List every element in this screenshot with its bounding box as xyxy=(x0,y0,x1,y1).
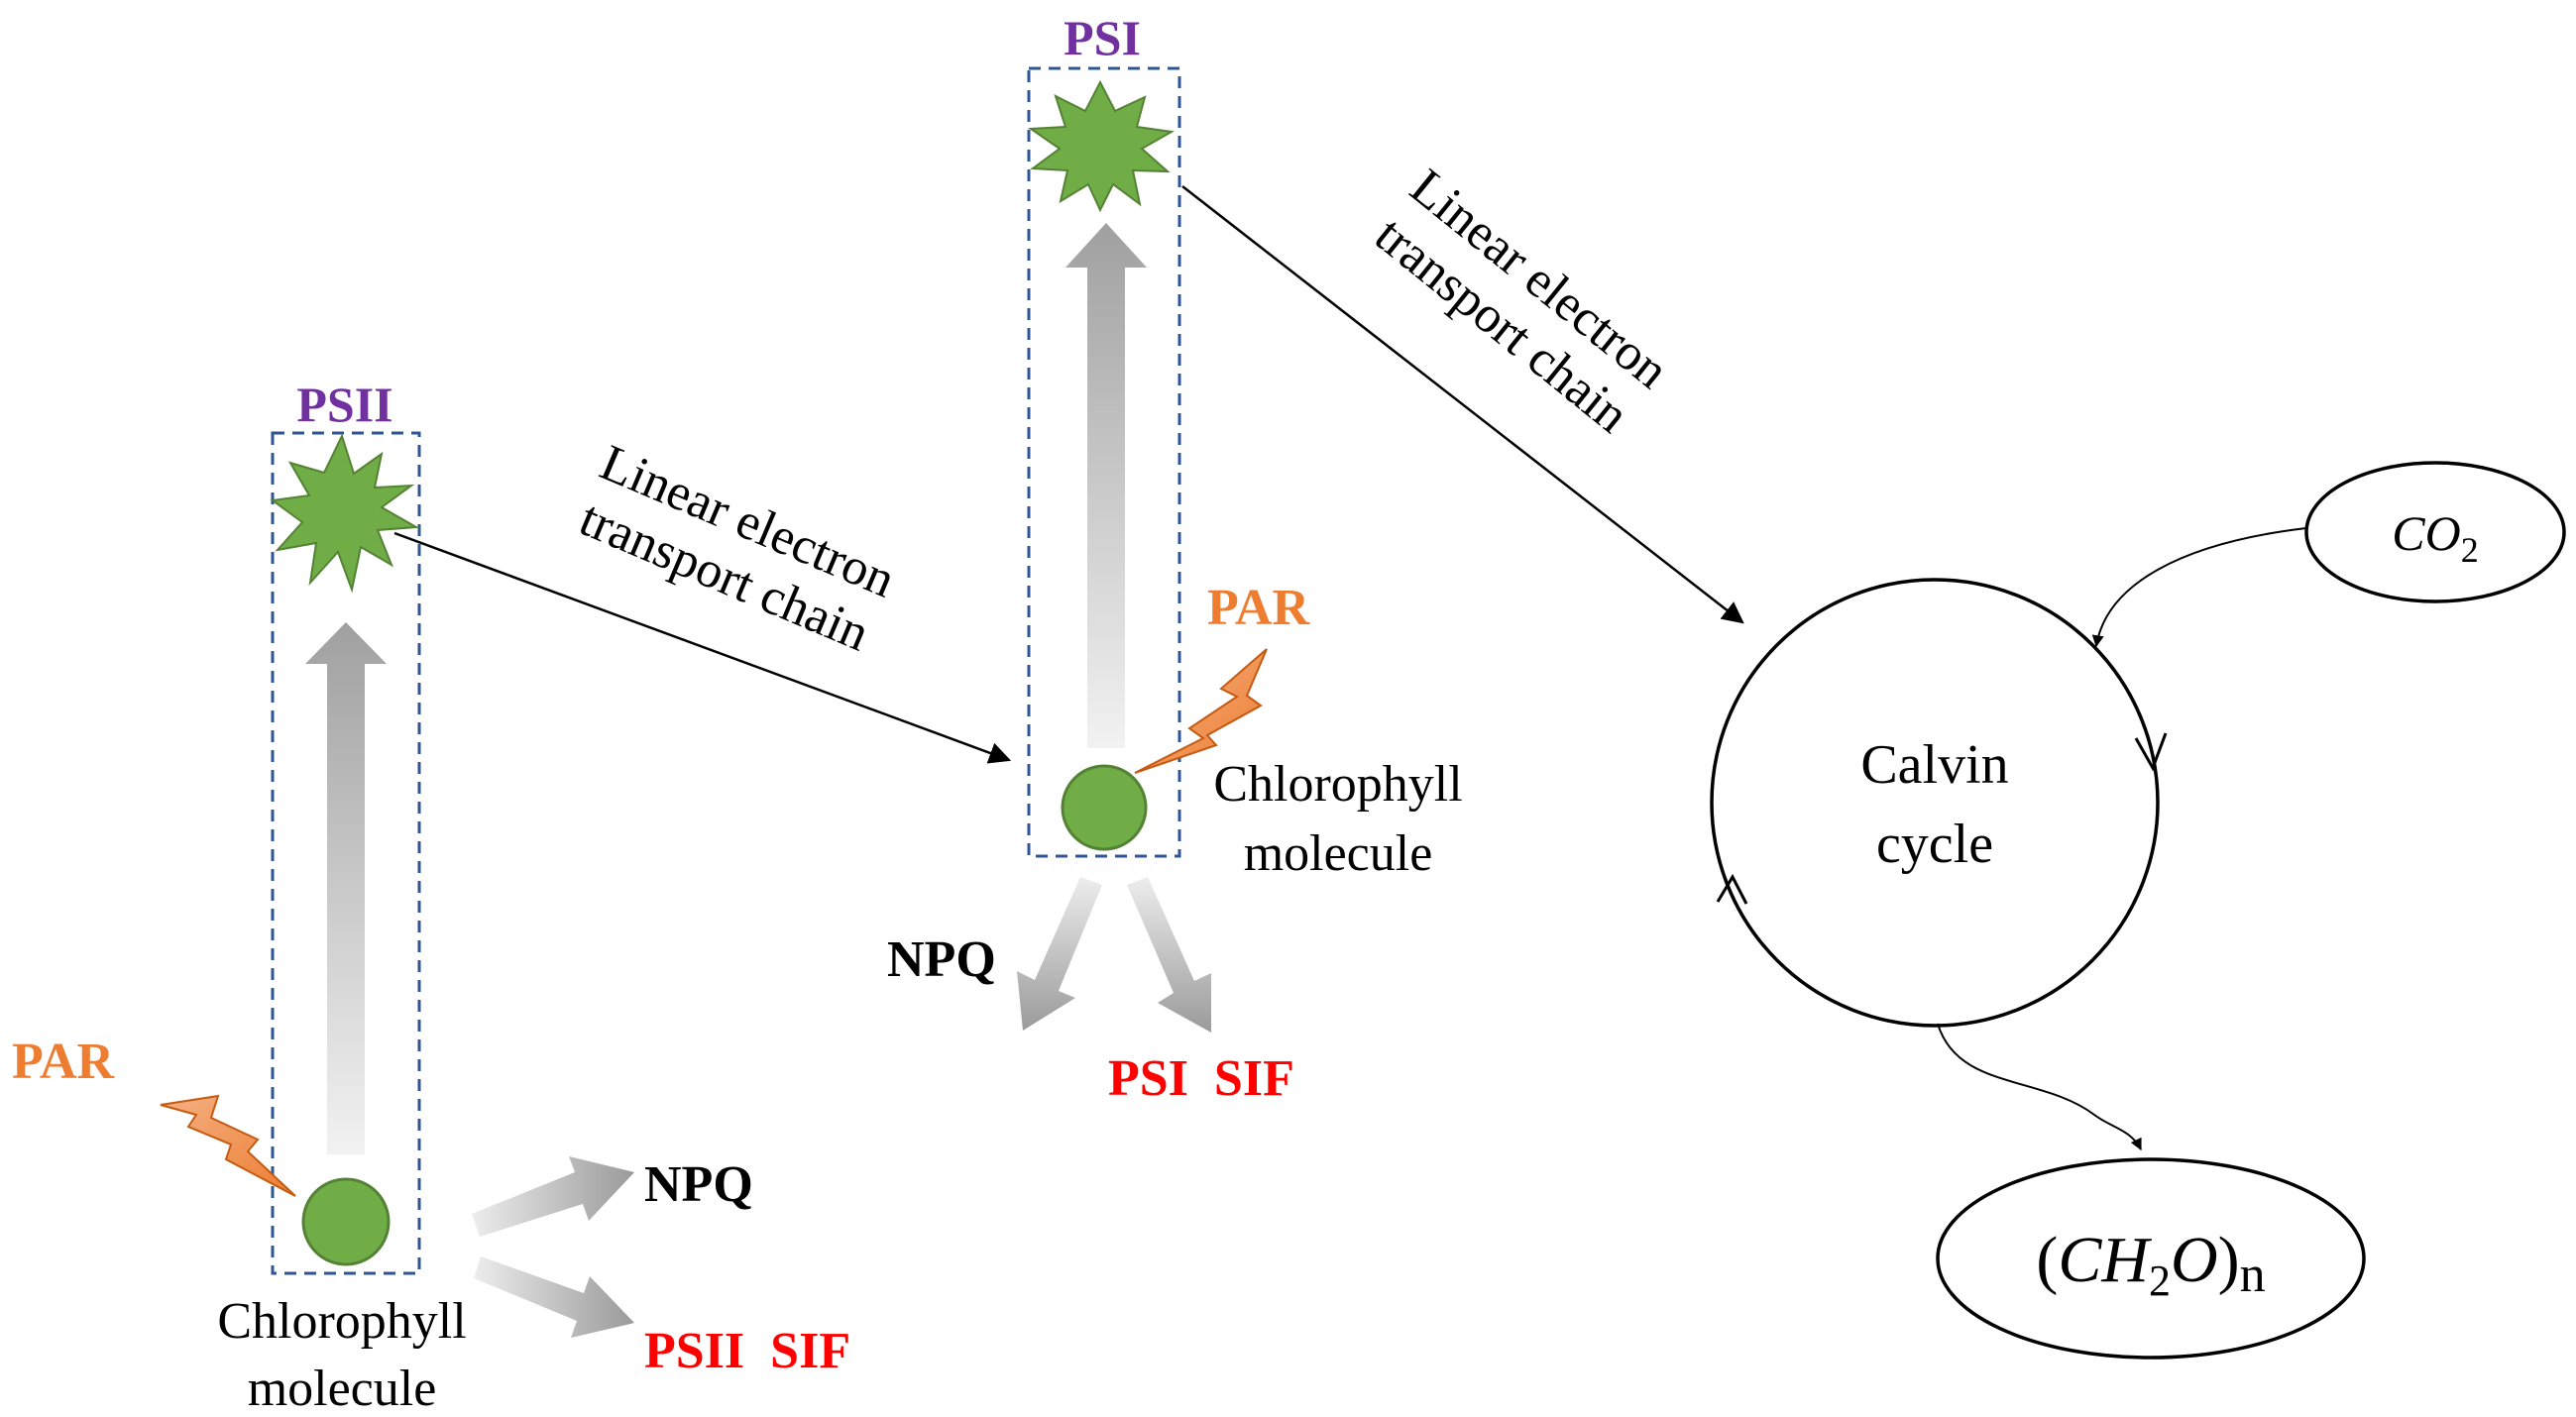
psi-par-label: PAR xyxy=(1207,580,1310,636)
calvin-cycle-group: Calvin cycle CO2 (CH2O)n xyxy=(1710,461,2566,1360)
etc-label-1: Linear electron transport chain xyxy=(572,434,903,662)
calvin-cycle-label-line2: cycle xyxy=(1876,814,1993,875)
calvin-to-product-arrow xyxy=(1937,1023,2142,1151)
psii-sif-label: PSII SIF xyxy=(644,1323,850,1379)
psi-chlorophyll-label-line2: molecule xyxy=(1244,825,1433,882)
psi-excitation-star-icon xyxy=(1028,79,1176,213)
psi-title: PSI xyxy=(1064,10,1141,65)
co2-to-calvin-arrow xyxy=(2091,527,2307,648)
psii-chlorophyll-icon xyxy=(301,1177,391,1266)
psi-par-lightning-icon xyxy=(1134,648,1268,774)
calvin-cycle-arrow-right-icon xyxy=(2134,732,2168,772)
calvin-cycle-arrow-left-icon xyxy=(1716,873,1748,905)
psii-dashed-box xyxy=(271,431,421,1275)
co2-base: CO xyxy=(2392,505,2460,561)
psii-npq-arrow xyxy=(472,1156,634,1237)
co2-ellipse xyxy=(2304,461,2566,603)
etc-arrow-psi-to-calvin xyxy=(1181,185,1744,624)
psii-sif-arrow xyxy=(474,1256,634,1338)
product-base: CH xyxy=(2058,1224,2152,1296)
co2-label: CO2 xyxy=(2392,505,2478,570)
product-ellipse xyxy=(1936,1157,2366,1360)
product-tail: O xyxy=(2171,1224,2218,1296)
psi-npq-arrow xyxy=(1017,877,1102,1031)
etc-label-2: Linear electron transport chain xyxy=(1365,159,1679,444)
psii-energy-up-arrow xyxy=(305,622,387,1154)
product-suffix: n xyxy=(2240,1247,2266,1303)
psi-chlorophyll-icon xyxy=(1061,764,1148,851)
psii-par-label: PAR xyxy=(12,1034,115,1090)
product-open-paren: ( xyxy=(2036,1224,2058,1296)
psi-sif-arrow xyxy=(1127,877,1211,1033)
psi-energy-up-arrow xyxy=(1065,223,1147,748)
psii-chlorophyll-label-line1: Chlorophyll xyxy=(217,1293,466,1350)
psii-par-lightning-icon xyxy=(160,1094,296,1197)
psi-dashed-box xyxy=(1027,66,1181,858)
etc-arrow-psii-to-psi xyxy=(393,531,1012,764)
psii-npq-label: NPQ xyxy=(644,1156,753,1213)
product-subscript: 2 xyxy=(2149,1256,2171,1305)
calvin-cycle-circle xyxy=(1710,578,2160,1028)
calvin-cycle-label-line1: Calvin xyxy=(1860,734,2008,796)
psi-group: PSI Chlorophyll molecule PAR NPQ PSI SIF xyxy=(887,10,1463,1107)
psii-title: PSII xyxy=(296,377,392,432)
psii-excitation-star-icon xyxy=(270,433,420,594)
product-label: (CH2O)n xyxy=(2036,1224,2265,1305)
product-close-paren: ) xyxy=(2218,1224,2240,1296)
psii-chlorophyll-label-line2: molecule xyxy=(248,1361,437,1417)
psi-npq-label: NPQ xyxy=(887,931,996,988)
psi-sif-label: PSI SIF xyxy=(1108,1050,1294,1107)
psi-chlorophyll-label-line1: Chlorophyll xyxy=(1213,756,1462,813)
psii-group: PSII Chlorophyll molecule PAR NPQ PSII S… xyxy=(12,377,850,1417)
co2-subscript: 2 xyxy=(2461,530,2479,570)
